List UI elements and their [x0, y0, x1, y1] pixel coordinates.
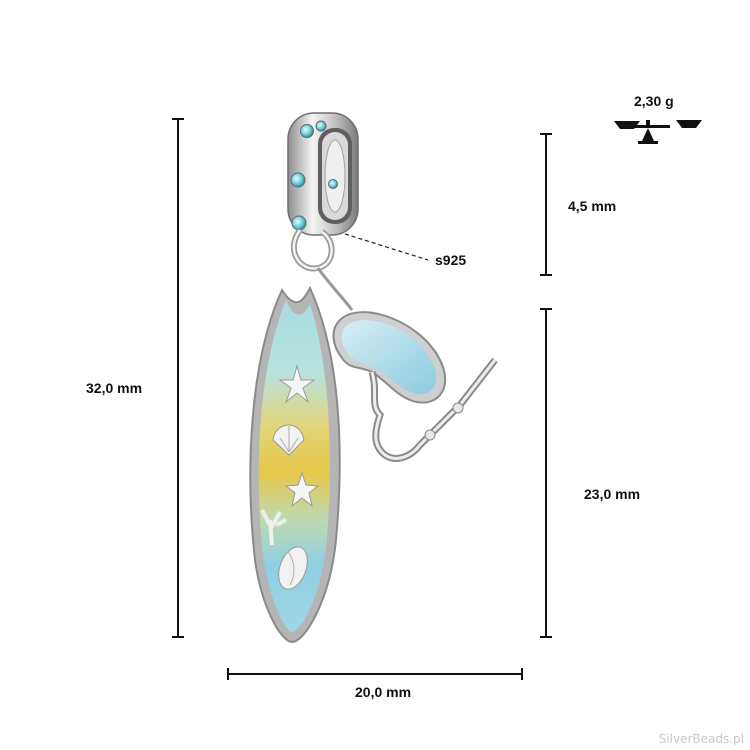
dangle-height-label: 23,0 mm — [584, 486, 641, 502]
total-height-cap-bottom — [172, 636, 184, 638]
bail-height-cap-top — [540, 133, 552, 135]
jump-ring — [291, 228, 335, 272]
snorkel-mask-charm — [316, 267, 498, 462]
width-cap-left — [227, 668, 229, 680]
total-height-cap-top — [172, 118, 184, 120]
bead-bail — [287, 112, 359, 236]
dangle-height-cap-top — [540, 308, 552, 310]
watermark: SilverBeads.pl — [658, 732, 744, 746]
weight-label: 2,30 g — [634, 93, 674, 109]
total-height-line — [177, 119, 179, 637]
material-label: s925 — [435, 252, 467, 268]
balance-scale-icon — [614, 120, 702, 144]
total-height-label: 32,0 mm — [86, 380, 143, 396]
width-line — [228, 673, 522, 675]
bail-height-label: 4,5 mm — [568, 198, 617, 214]
dangle-height-cap-bottom — [540, 636, 552, 638]
bail-height-cap-bottom — [540, 274, 552, 276]
width-label: 20,0 mm — [355, 684, 412, 700]
s925-pointer-line — [344, 233, 429, 261]
dangle-height-line — [545, 309, 547, 637]
surfboard-charm — [249, 285, 341, 644]
bail-height-line — [545, 134, 547, 275]
width-cap-right — [521, 668, 523, 680]
